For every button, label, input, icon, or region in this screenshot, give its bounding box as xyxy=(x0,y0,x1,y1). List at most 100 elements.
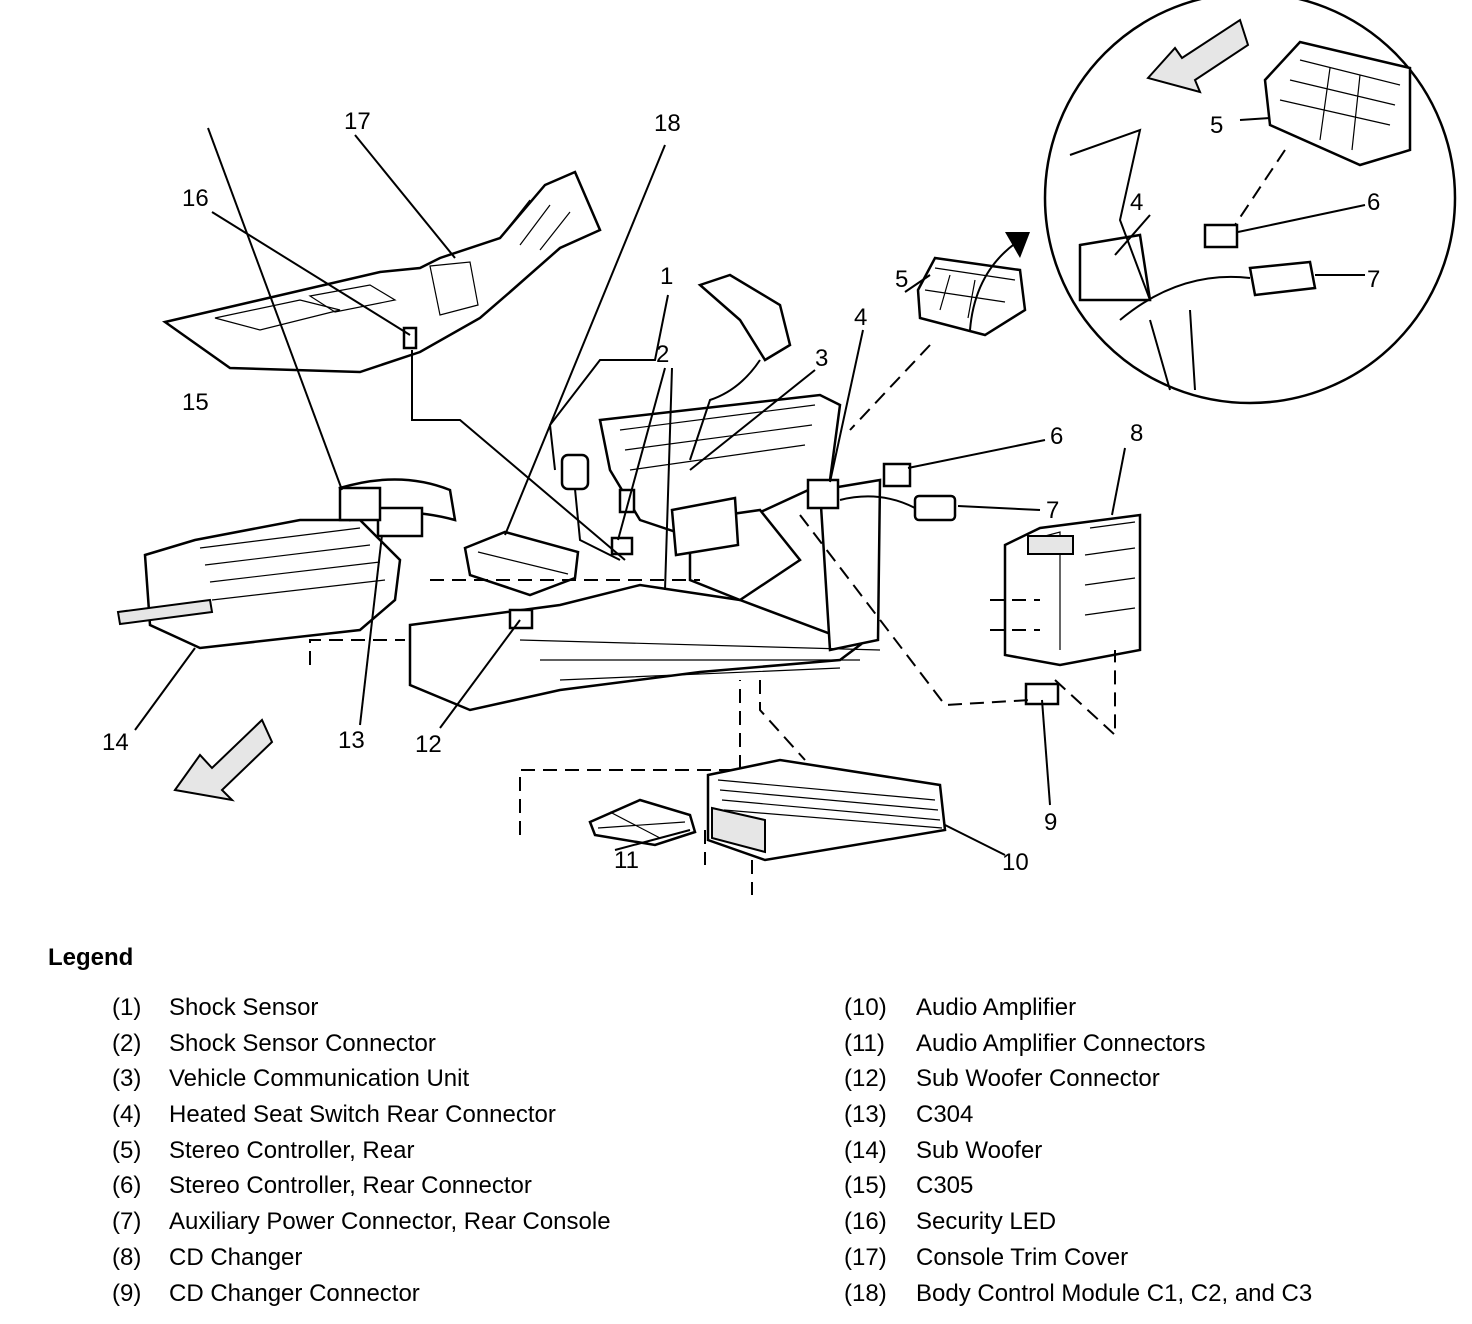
legend-code: (4) xyxy=(112,1101,142,1129)
detail-callout-7: 7 xyxy=(1367,266,1380,293)
legend-item: (10) Audio Amplifier xyxy=(844,994,1076,1030)
legend-code: (3) xyxy=(112,1065,142,1093)
leader-lines xyxy=(134,117,1366,856)
legend-label: Heated Seat Switch Rear Connector xyxy=(169,1101,556,1129)
callout-15: 15 xyxy=(182,389,209,416)
legend-code: (12) xyxy=(844,1065,887,1093)
legend-item: (2) Shock Sensor Connector xyxy=(112,1029,436,1066)
callout-12: 12 xyxy=(415,731,442,758)
stereo-controller-rear-connector xyxy=(882,462,912,488)
auxiliary-power-connector xyxy=(839,494,957,522)
cd-changer xyxy=(1003,513,1142,667)
legend-label: CD Changer Connector xyxy=(169,1279,420,1307)
legend-item: (15) C305 xyxy=(844,1172,973,1208)
callout-13: 13 xyxy=(338,727,365,754)
console-trim-cover xyxy=(162,170,602,374)
assembly-lines xyxy=(309,149,1286,895)
vehicle-communication-unit xyxy=(670,273,792,557)
legend-label: CD Changer xyxy=(169,1243,303,1271)
legend-title: Legend xyxy=(48,944,134,971)
legend-code: (2) xyxy=(112,1029,142,1057)
body-control-module xyxy=(463,530,580,597)
legend-item: (4) Heated Seat Switch Rear Connector xyxy=(112,1101,556,1137)
detail-curved-arrow-icon xyxy=(969,232,1030,331)
shock-sensor-connector xyxy=(610,488,636,556)
callout-4: 4 xyxy=(854,304,867,331)
c305-connector xyxy=(338,486,382,522)
callout-18: 18 xyxy=(654,110,681,137)
callout-numbers: 1 2 3 4 5 6 7 8 9 10 11 12 13 14 15 16 1… xyxy=(102,108,1380,876)
heated-seat-switch-rear-connector xyxy=(806,478,840,510)
legend-right-column: (10) Audio Amplifier (11) Audio Amplifier … xyxy=(844,994,1312,1316)
callout-6: 6 xyxy=(1050,423,1063,450)
legend-item: (17) Console Trim Cover xyxy=(844,1243,1128,1280)
legend-code: (13) xyxy=(844,1101,887,1129)
legend-left-column: (1) Shock Sensor (2) Shock Sensor Connecto… xyxy=(112,994,611,1316)
callout-7: 7 xyxy=(1046,497,1059,524)
callout-8: 8 xyxy=(1130,420,1143,447)
legend-code: (7) xyxy=(112,1208,142,1236)
legend-code: (18) xyxy=(844,1279,887,1307)
legend-label: Stereo Controller, Rear Connector xyxy=(169,1172,532,1200)
audio-amplifier xyxy=(706,758,947,862)
shock-sensor xyxy=(560,453,621,561)
legend-code: (9) xyxy=(112,1279,142,1307)
legend-label: Vehicle Communication Unit xyxy=(169,1065,470,1093)
legend-label: Shock Sensor Connector xyxy=(169,1029,436,1057)
legend-code: (5) xyxy=(112,1136,142,1164)
component-locator-diagram: 1 2 3 4 5 6 7 8 9 10 11 12 13 14 15 16 1… xyxy=(102,0,1457,895)
legend-label: Security LED xyxy=(916,1208,1057,1236)
legend-item: (13) C304 xyxy=(844,1101,973,1137)
callout-9: 9 xyxy=(1044,809,1057,836)
legend-code: (11) xyxy=(844,1029,885,1057)
detail-inset xyxy=(1043,0,1457,405)
legend-code: (17) xyxy=(844,1243,887,1271)
callout-10: 10 xyxy=(1002,849,1029,876)
detail-callout-6: 6 xyxy=(1367,189,1380,216)
legend-code: (10) xyxy=(844,994,887,1021)
c304-connector xyxy=(376,506,424,538)
callout-17: 17 xyxy=(344,108,371,135)
legend-code: (14) xyxy=(844,1136,887,1164)
callout-16: 16 xyxy=(182,185,209,212)
inset-direction-arrow-icon xyxy=(1146,18,1250,94)
legend-item: (11) Audio Amplifier Connectors xyxy=(844,1029,1205,1066)
legend-label: Stereo Controller, Rear xyxy=(169,1136,415,1164)
security-led xyxy=(402,326,418,350)
detail-callout-4: 4 xyxy=(1130,189,1143,216)
sub-woofer-connector xyxy=(508,608,534,630)
legend-item: (5) Stereo Controller, Rear xyxy=(112,1136,414,1173)
legend-item: (3) Vehicle Communication Unit xyxy=(112,1065,469,1101)
legend-label: Audio Amplifier xyxy=(916,994,1077,1021)
stereo-controller-rear xyxy=(916,256,1027,337)
legend-label: Sub Woofer xyxy=(916,1136,1043,1164)
legend-label: C304 xyxy=(916,1101,974,1129)
legend-label: Audio Amplifier Connectors xyxy=(916,1029,1206,1057)
callout-5: 5 xyxy=(895,266,908,293)
legend-item: (12) Sub Woofer Connector xyxy=(844,1065,1160,1101)
legend-code: (6) xyxy=(112,1172,142,1200)
forward-arrow-icon xyxy=(173,718,274,802)
detail-callout-5: 5 xyxy=(1210,112,1223,139)
legend-label: C305 xyxy=(916,1172,974,1200)
legend-item: (18) Body Control Module C1, C2, and C3 xyxy=(844,1279,1312,1316)
callout-11: 11 xyxy=(614,847,639,874)
legend-item: (16)Security LED xyxy=(844,1208,1056,1244)
legend-label: Body Control Module C1, C2, and C3 xyxy=(916,1279,1313,1307)
callout-14: 14 xyxy=(102,729,129,756)
legend-label: Console Trim Cover xyxy=(916,1243,1129,1271)
legend-item: (9) CD Changer Connector xyxy=(112,1279,420,1316)
legend-item: (1) Shock Sensor xyxy=(112,994,318,1030)
legend-item: (14) Sub Woofer xyxy=(844,1136,1042,1173)
callout-2: 2 xyxy=(656,341,669,368)
audio-amplifier-connectors xyxy=(588,798,697,847)
sub-woofer xyxy=(116,478,457,650)
legend-code: (1) xyxy=(112,994,142,1021)
legend-item: (6) Stereo Controller, Rear Connector xyxy=(112,1172,532,1208)
legend-label: Shock Sensor xyxy=(169,994,319,1021)
callout-3: 3 xyxy=(815,345,828,372)
legend-code: (15) xyxy=(844,1172,887,1200)
legend-label: Sub Woofer Connector xyxy=(916,1065,1160,1093)
callout-1: 1 xyxy=(660,263,673,290)
legend-code: (8) xyxy=(112,1243,142,1271)
